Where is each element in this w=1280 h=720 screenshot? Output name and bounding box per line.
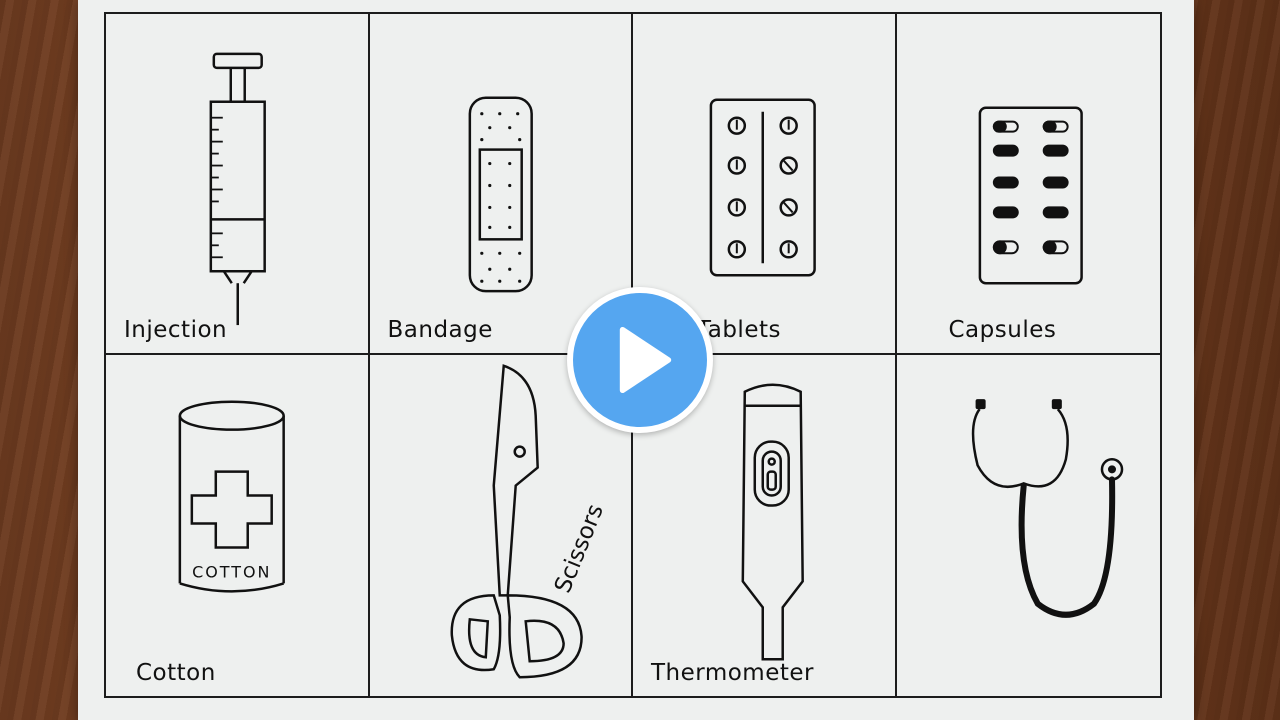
cell-capsules: Capsules: [896, 14, 1160, 355]
tablet-strip-icon: [709, 98, 816, 277]
label-cotton: Cotton: [136, 660, 216, 686]
label-injection: Injection: [124, 317, 228, 343]
drawing-grid: Injection Bandage: [104, 12, 1162, 698]
cell-tablets: Tablets: [633, 14, 897, 355]
cell-scissors: Scissors: [370, 355, 633, 696]
cell-injection: Injection: [106, 14, 370, 355]
cell-thermometer: Thermometer: [633, 355, 897, 696]
cotton-jar-text: COTTON: [192, 562, 271, 581]
stethoscope-icon: [971, 399, 1123, 618]
cell-cotton: COTTON Cotton: [106, 355, 370, 696]
label-thermometer: Thermometer: [651, 660, 814, 686]
syringe-icon: [209, 52, 266, 326]
play-button[interactable]: [567, 287, 713, 433]
capsule-strip-icon: [978, 106, 1083, 285]
label-capsules: Capsules: [948, 317, 1057, 343]
label-bandage: Bandage: [387, 317, 493, 343]
cotton-roll-icon: COTTON: [178, 400, 285, 593]
thermometer-icon: [741, 383, 804, 661]
cell-bandage: Bandage: [369, 14, 633, 355]
cell-stethoscope: [897, 355, 1161, 696]
bandage-icon: [468, 96, 533, 293]
scissors-icon: [450, 364, 583, 679]
play-icon: [619, 326, 672, 394]
label-tablets: Tablets: [697, 317, 781, 343]
